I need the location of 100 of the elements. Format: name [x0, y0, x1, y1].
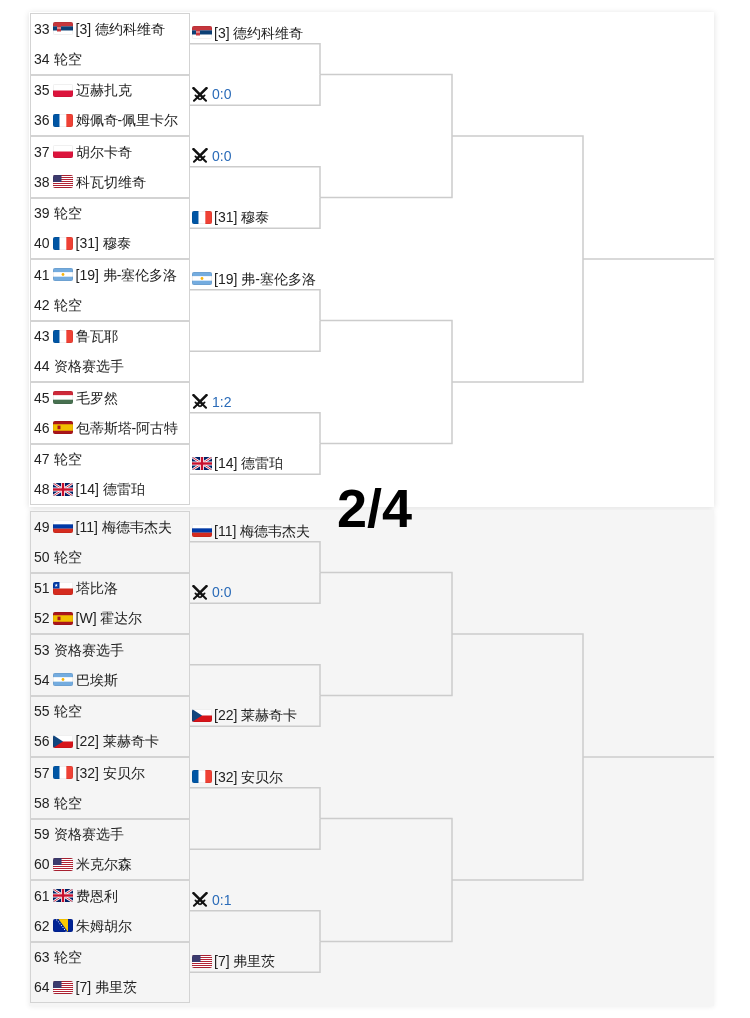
edge-label: 0:0 — [212, 85, 232, 104]
player-name: 鲁瓦耶 — [75, 327, 118, 346]
bracket-line — [319, 633, 453, 697]
player-name: 轮空 — [53, 702, 82, 721]
player-name: 轮空 — [53, 450, 82, 469]
player-name: [19] 弗-塞伦多洛 — [75, 265, 178, 284]
match-box — [30, 941, 190, 1003]
draw-number: 64 — [34, 978, 50, 997]
draw-number: 53 — [34, 640, 50, 659]
match-box — [30, 511, 190, 573]
edge-label: [11] 梅德韦杰夫 — [214, 521, 311, 540]
player-name: [22] 莱赫奇卡 — [75, 732, 159, 751]
bracket-line — [189, 817, 321, 850]
player-name: 塔比洛 — [75, 579, 118, 598]
player-name: 毛罗然 — [75, 388, 118, 407]
match-box — [30, 197, 190, 259]
player-name: 包蒂斯塔-阿古特 — [75, 418, 179, 437]
player-name: 轮空 — [53, 295, 82, 314]
draw-number: 49 — [34, 517, 50, 536]
player-name: [32] 安贝尔 — [75, 763, 145, 782]
player-name: [11] 梅德韦杰夫 — [75, 517, 172, 536]
player-name: 资格赛选手 — [53, 357, 124, 376]
draw-number: 45 — [34, 388, 50, 407]
page-indicator: 2/4 — [337, 481, 413, 535]
draw-number: 58 — [34, 793, 50, 812]
player-name: 朱姆胡尔 — [75, 916, 132, 935]
draw-number: 63 — [34, 948, 50, 967]
draw-number: 52 — [34, 609, 50, 628]
draw-number: 55 — [34, 702, 50, 721]
draw-number: 54 — [34, 670, 50, 689]
match-box — [30, 259, 190, 321]
player-name: [W] 霍达尔 — [75, 609, 143, 628]
bracket-line — [451, 756, 584, 881]
draw-number: 47 — [34, 450, 50, 469]
bracket-line — [319, 381, 453, 445]
bracket-line — [189, 196, 321, 229]
bracket-line — [189, 541, 321, 574]
match-box — [30, 13, 190, 75]
edge-label: [3] 德约科维奇 — [214, 23, 304, 42]
draw-number: 37 — [34, 142, 50, 161]
draw-number: 33 — [34, 19, 50, 38]
player-name: 科瓦切维奇 — [75, 172, 146, 191]
draw-number: 41 — [34, 265, 50, 284]
edge-label: [14] 德雷珀 — [214, 454, 284, 473]
draw-number: 60 — [34, 855, 50, 874]
bracket-line — [319, 135, 453, 199]
match-box — [30, 136, 190, 198]
match-box — [30, 320, 190, 382]
match-box — [30, 74, 190, 136]
bracket-line — [451, 135, 584, 260]
edge-label: 1:2 — [212, 392, 232, 411]
player-name: 轮空 — [53, 547, 82, 566]
player-name: 资格赛选手 — [53, 825, 124, 844]
player-name: [31] 穆泰 — [75, 234, 131, 253]
draw-number: 62 — [34, 916, 50, 935]
player-name: 轮空 — [53, 948, 82, 967]
bracket-line — [189, 166, 321, 199]
player-name: 姆佩奇-佩里卡尔 — [75, 111, 179, 130]
player-name: 胡尔卡奇 — [75, 142, 132, 161]
player-name: [3] 德约科维奇 — [75, 19, 166, 38]
bracket-line — [319, 571, 453, 635]
match-box — [30, 382, 190, 444]
bracket-line — [319, 817, 453, 881]
draw-number: 38 — [34, 172, 50, 191]
match-box — [30, 757, 190, 819]
bracket-line — [189, 694, 321, 727]
edge-label: 0:0 — [212, 146, 232, 165]
draw-number: 42 — [34, 295, 50, 314]
match-box — [30, 634, 190, 696]
bracket-line — [189, 910, 321, 943]
bracket-line — [451, 258, 584, 383]
edge-label: [7] 弗里茨 — [214, 952, 276, 971]
bracket-line — [189, 442, 321, 475]
player-name: [7] 弗里茨 — [75, 978, 138, 997]
edge-label: [22] 莱赫奇卡 — [214, 706, 298, 725]
edge-label: [32] 安贝尔 — [214, 767, 284, 786]
draw-number: 50 — [34, 547, 50, 566]
edge-label: 0:0 — [212, 583, 232, 602]
bracket-line — [189, 73, 321, 106]
player-name: [14] 德雷珀 — [75, 480, 145, 499]
edge-label: [31] 穆泰 — [214, 208, 270, 227]
player-name: 迈赫扎克 — [75, 81, 132, 100]
match-box — [30, 818, 190, 880]
match-box — [30, 880, 190, 942]
draw-number: 43 — [34, 327, 50, 346]
match-box — [30, 572, 190, 634]
draw-number: 40 — [34, 234, 50, 253]
player-name: 轮空 — [53, 793, 82, 812]
player-name: 米克尔森 — [75, 855, 132, 874]
bracket-line — [189, 940, 321, 973]
match-box — [30, 695, 190, 757]
draw-number: 57 — [34, 763, 50, 782]
bracket-line — [319, 879, 453, 943]
bracket-line — [189, 289, 321, 322]
draw-number: 39 — [34, 204, 50, 223]
bracket-line — [189, 787, 321, 820]
bracket-line — [319, 73, 453, 137]
bracket-line — [189, 43, 321, 76]
player-name: 费恩利 — [75, 886, 118, 905]
draw-number: 59 — [34, 825, 50, 844]
